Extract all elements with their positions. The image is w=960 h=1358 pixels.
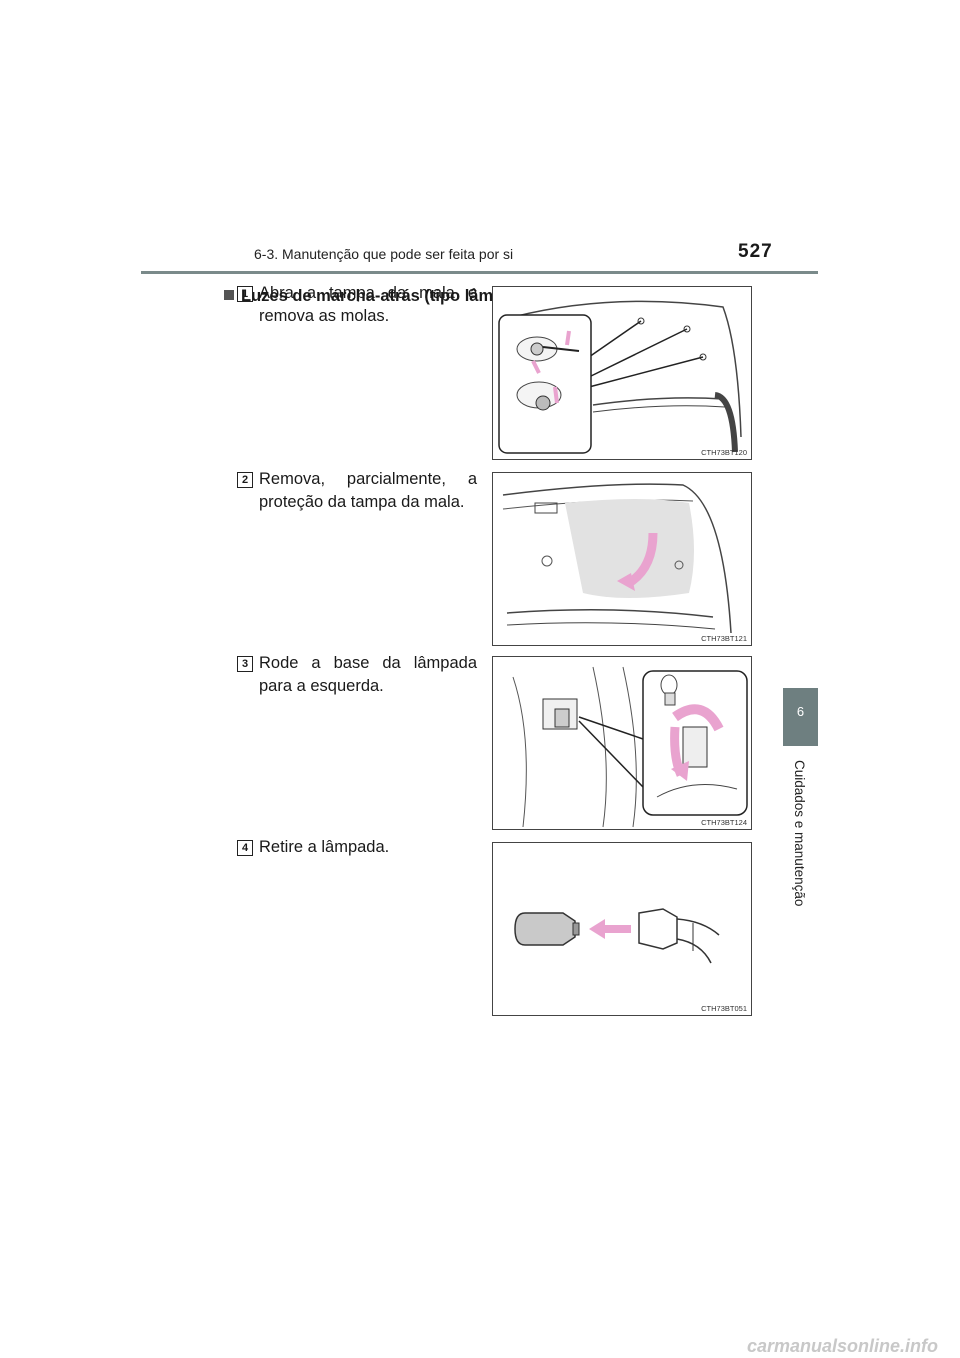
step-text: Abra a tampa da mala e remova as molas. [259, 284, 477, 325]
chapter-label: Cuidados e manutenção [780, 742, 820, 922]
step-text: Rode a base da lâmpada para a esquerda. [259, 654, 477, 695]
chapter-number: 6 [796, 704, 805, 719]
figure-code: CTH73BT120 [701, 448, 747, 457]
step-number: 4 [237, 840, 253, 856]
bulb-socket-rotation-illustration [512, 666, 748, 828]
step-text: Remova, parcialmente, a proteção da tamp… [259, 470, 477, 511]
figure-bulb-socket: CTH73BT124 [492, 656, 752, 830]
step-text: Retire a lâmpada. [259, 838, 390, 856]
running-header: 6-3. Manutenção que pode ser feita por s… [254, 246, 514, 262]
step-number: 2 [237, 472, 253, 488]
page-number: 527 [738, 241, 773, 262]
figure-code: CTH73BT124 [701, 818, 747, 827]
section-title-text: Luzes de marcha-atrás (tipo lâmpada) [241, 287, 538, 305]
figure-trunk-clips: CTH73BT120 [492, 286, 752, 460]
header-rule [141, 271, 818, 274]
step-number: 3 [237, 656, 253, 672]
bulb-removal-illustration [514, 908, 720, 964]
watermark: carmanualsonline.info [746, 1336, 938, 1356]
chapter-tab: 6 [783, 688, 818, 746]
figure-code: CTH73BT121 [701, 634, 747, 643]
chapter-label-text: Cuidados e manutenção [792, 760, 807, 907]
figure-trunk-trim: CTH73BT121 [492, 472, 752, 646]
section-title: Luzes de marcha-atrás (tipo lâmpada) [224, 287, 537, 306]
figure-bulb-removal: CTH73BT051 [492, 842, 752, 1016]
trunk-trim-removal-illustration [502, 483, 732, 634]
figure-code: CTH73BT051 [701, 1004, 747, 1013]
trunk-lid-clips-illustration [498, 300, 742, 454]
step-number: 1 [237, 286, 253, 302]
square-bullet-icon [224, 290, 234, 300]
